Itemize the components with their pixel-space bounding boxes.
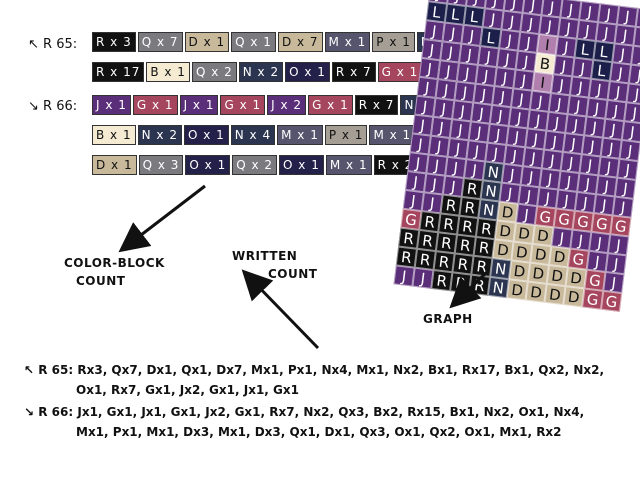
color-block: R x 7 — [331, 62, 376, 82]
color-block: M x 1 — [325, 155, 372, 175]
color-block: R x 3 — [92, 32, 136, 52]
color-block: B x 1 — [146, 62, 190, 82]
written-line: Rx3, Qx7, Dx1, Qx1, Dx7, Mx1, Px1, Nx4, … — [77, 363, 605, 377]
color-block: M x 1 — [277, 125, 323, 145]
color-block: R x 2 — [373, 155, 418, 175]
arrow-to-written — [241, 269, 320, 350]
color-block: J x 1 — [179, 95, 219, 115]
color-block: Q x 3 — [138, 155, 184, 175]
color-block: O x 1 — [285, 62, 330, 82]
color-block: N x 2 — [238, 62, 284, 82]
graph-caption: GRAPH — [423, 312, 473, 326]
row-label-r65: ↖ R 65: — [28, 37, 78, 52]
written-caption: WRITTEN COUNT — [232, 249, 318, 281]
written-count-r65: ↖ R 65: Rx3, Qx7, Dx1, Qx1, Dx7, Mx1, Px… — [24, 360, 604, 400]
color-block: Q x 7 — [137, 32, 183, 52]
color-block: M x 1 — [324, 32, 371, 52]
color-block: D x 7 — [277, 32, 323, 52]
color-block: O x 1 — [279, 155, 324, 175]
written-count-r66: ↘ R 66: Jx1, Gx1, Jx1, Gx1, Jx2, Gx1, Rx… — [24, 402, 584, 442]
color-block: N x 4 — [230, 125, 276, 145]
row-label: R 66: — [38, 405, 74, 419]
written-line: Ox1, Rx7, Gx1, Jx2, Gx1, Jx1, Gx1 — [76, 383, 299, 397]
color-block: R x 17 — [92, 62, 145, 82]
color-block: M x 1 — [369, 125, 416, 145]
color-block: P x 1 — [372, 32, 415, 52]
color-block: D x 1 — [92, 155, 137, 175]
color-block-caption: COLOR-BLOCK COUNT — [64, 256, 165, 288]
color-block: Q x 1 — [231, 32, 276, 52]
row-label-r66: ↘ R 66: — [28, 99, 78, 114]
direction-icon: ↘ — [24, 405, 35, 419]
block-line: R x 17B x 1Q x 2N x 2O x 1R x 7G x 1J x … — [92, 62, 464, 82]
color-block: Q x 2 — [232, 155, 278, 175]
color-block: G x 1 — [220, 95, 266, 115]
color-block: R x 7 — [354, 95, 399, 115]
color-block: N x 2 — [137, 125, 182, 145]
color-block: O x 1 — [185, 155, 231, 175]
color-block: P x 1 — [324, 125, 368, 145]
color-block: G x 1 — [132, 95, 178, 115]
direction-icon: ↖ — [24, 363, 35, 377]
color-block: G x 1 — [308, 95, 353, 115]
color-block: O x 1 — [183, 125, 229, 145]
row-label: R 65: — [38, 363, 74, 377]
arrow-to-color-block — [118, 184, 206, 253]
arrow-to-graph — [449, 270, 489, 309]
block-line: B x 1N x 2O x 1N x 4M x 1P x 1M x 1D x 3 — [92, 125, 462, 145]
color-block: D x 1 — [184, 32, 230, 52]
color-block: J x 1 — [92, 95, 131, 115]
color-block: Q x 2 — [191, 62, 237, 82]
written-line: Mx1, Px1, Mx1, Dx3, Mx1, Dx3, Qx1, Dx1, … — [76, 425, 562, 439]
color-block: J x 2 — [267, 95, 307, 115]
written-line: Jx1, Gx1, Jx1, Gx1, Jx2, Gx1, Rx7, Nx2, … — [77, 405, 585, 419]
color-block: B x 1 — [92, 125, 136, 145]
